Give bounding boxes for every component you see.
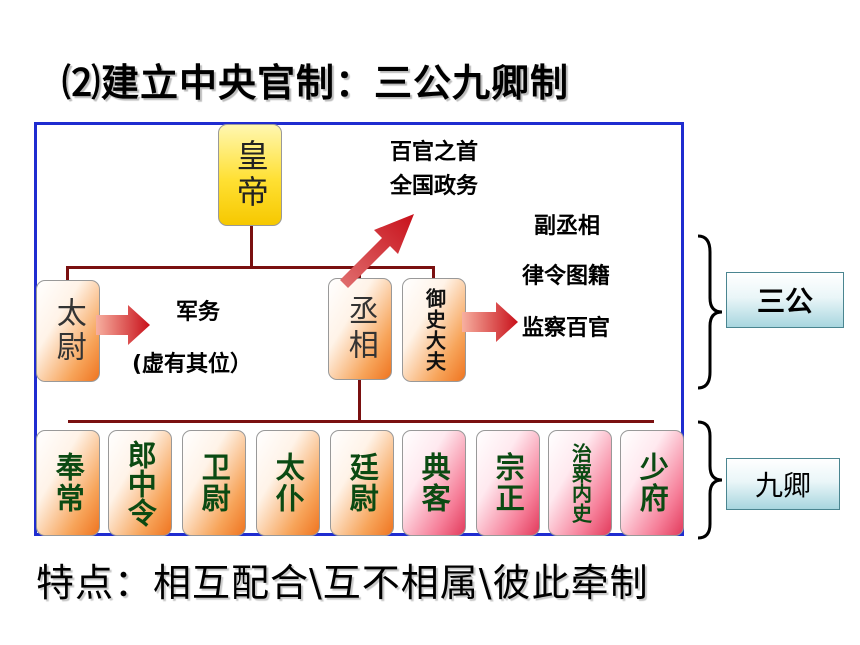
jiuqing-label-9: 少府 (635, 452, 670, 514)
jiuqing-box-4: 太仆 (256, 430, 320, 536)
jiuqing-box-7: 宗正 (476, 430, 540, 536)
jiuqing-label-6: 典客 (417, 452, 452, 514)
arrow-yushi (462, 302, 518, 342)
jiuqing-label-5: 廷尉 (345, 452, 380, 514)
jiuqing-box-6: 典客 (402, 430, 466, 536)
taiwei-box: 太尉 (36, 280, 100, 382)
page-title: ⑵建立中央官制：三公九卿制 (62, 61, 570, 105)
jiuqing-label-7: 宗正 (491, 452, 526, 514)
yushi-label: 御史大夫 (422, 288, 447, 372)
yushi-note-2: 律令图籍 (522, 264, 611, 289)
taiwei-note-2: (虚有其位） (132, 352, 253, 377)
emperor-box: 皇帝 (218, 124, 282, 226)
jiuqing-box-1: 奉常 (36, 430, 100, 536)
taiwei-label: 太尉 (50, 297, 86, 365)
jiuqing-label-3: 卫尉 (197, 452, 232, 514)
sangong-group-label: 三公 (726, 272, 844, 328)
connector-taiwei (66, 266, 69, 280)
arrow-chengxiang (340, 214, 414, 288)
jiuqing-box-9: 少府 (620, 430, 684, 536)
chengxiang-note-2: 全国政务 (390, 174, 479, 199)
jiuqing-label-8: 治粟内史 (568, 443, 593, 523)
features-text: 特点：相互配合\互不相属\彼此牵制 (36, 561, 649, 605)
jiuqing-brace (697, 420, 723, 540)
jiuqing-box-2: 郎中令 (108, 430, 172, 536)
arrow-taiwei (96, 305, 150, 345)
jiuqing-group-label: 九卿 (726, 458, 840, 510)
jiuqing-label-2: 郎中令 (123, 439, 158, 527)
yushi-note-1: 副丞相 (534, 214, 601, 239)
connector-yushi (432, 266, 435, 278)
connector-chengxiang-down (358, 378, 361, 422)
jiuqing-box-3: 卫尉 (182, 430, 246, 536)
connector-jiuqing-bar (68, 420, 654, 423)
taiwei-note-1: 军务 (176, 300, 221, 325)
jiuqing-box-5: 廷尉 (330, 430, 394, 536)
chengxiang-note-1: 百官之首 (390, 140, 479, 165)
jiuqing-label-4: 太仆 (271, 452, 306, 514)
yushi-note-3: 监察百官 (522, 316, 611, 341)
chengxiang-label: 丞相 (342, 295, 378, 363)
yushi-box: 御史大夫 (402, 278, 466, 382)
emperor-label: 皇帝 (231, 139, 270, 211)
chengxiang-box: 丞相 (328, 278, 392, 380)
connector-emperor-down (250, 224, 253, 268)
sangong-brace (697, 234, 723, 390)
jiuqing-label-1: 奉常 (51, 452, 86, 514)
jiuqing-box-8: 治粟内史 (548, 430, 612, 536)
connector-sangong-bar (66, 266, 434, 269)
